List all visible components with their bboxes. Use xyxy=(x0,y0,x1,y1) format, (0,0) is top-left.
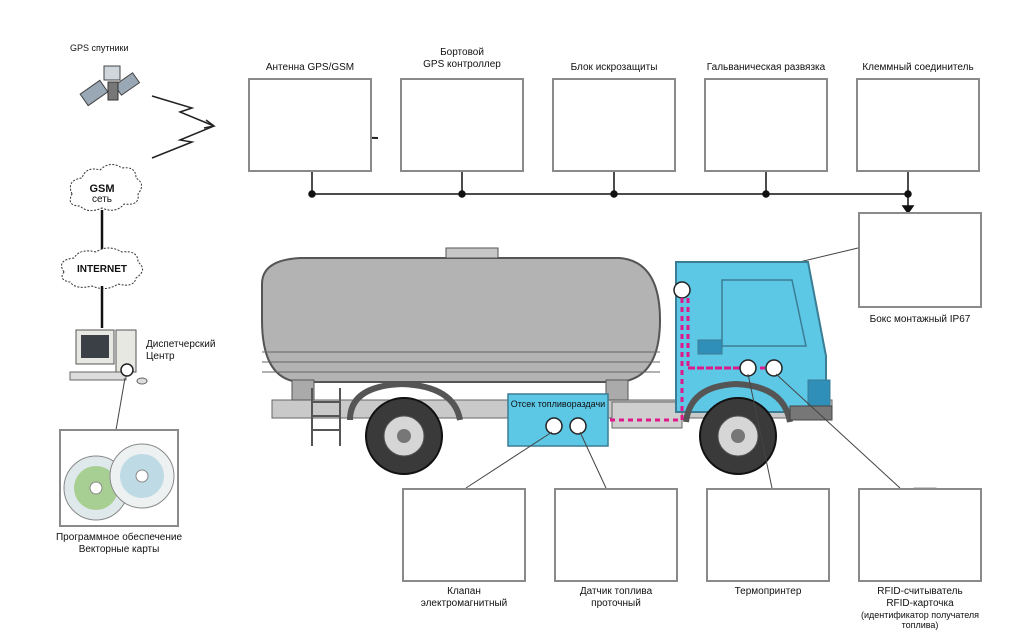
device-frame-flow-sensor xyxy=(554,488,678,582)
printer-label: Термопринтер xyxy=(734,586,802,597)
gps-satellites-label: GPS спутники xyxy=(70,43,129,53)
gsm-cloud-label: GSM xyxy=(89,183,115,195)
software-sublabel: Векторные карты xyxy=(78,544,160,555)
controller-label: Бортовой xyxy=(440,47,484,58)
wireless-signal-icon xyxy=(151,95,216,159)
device-frame-valve xyxy=(402,488,526,582)
flow-sensor-sublabel: проточный xyxy=(591,598,641,609)
device-frame-mount-box xyxy=(858,212,982,308)
valve-label: Клапан xyxy=(447,586,481,597)
software-label: Программное обеспечение xyxy=(55,532,183,543)
mount-box-label: Бокс монтажный IP67 xyxy=(869,314,971,325)
device-frame-antenna xyxy=(248,78,372,172)
gsm-cloud-icon xyxy=(69,164,142,212)
terminal-label: Клеммный соединитель xyxy=(862,62,974,73)
fuel-compartment-label: Отсек топливораздачи xyxy=(510,399,606,409)
computer-icon xyxy=(69,329,148,385)
software-connector xyxy=(115,377,126,431)
fuel-truck xyxy=(261,247,833,475)
rfid-note-sublabel: топлива) xyxy=(901,620,939,630)
bottom-connectors xyxy=(465,373,901,489)
internet-cloud-icon xyxy=(61,247,143,290)
satellite-icon xyxy=(79,65,141,107)
antenna-label: Антенна GPS/GSM xyxy=(265,62,355,73)
spark-protection-label: Блок искрозащиты xyxy=(570,62,658,73)
dispatcher-label: Диспетчерский xyxy=(146,339,216,350)
device-frame-spark-protection xyxy=(552,78,676,172)
device-frame-terminal xyxy=(856,78,980,172)
device-frame-rfid xyxy=(858,488,982,582)
galvanic-label: Гальваническая развязка xyxy=(706,62,826,73)
device-frame-galvanic xyxy=(704,78,828,172)
valve-sublabel: электромагнитный xyxy=(420,598,508,609)
internet-cloud-label: INTERNET xyxy=(77,264,127,275)
gsm-cloud-sublabel: сеть xyxy=(91,194,113,205)
device-frame-printer xyxy=(706,488,830,582)
rfid-card-label: RFID-карточка xyxy=(886,598,954,609)
device-frame-controller xyxy=(400,78,524,172)
top-bus xyxy=(308,158,915,215)
rfid-note-label: (идентификатор получателя xyxy=(860,610,980,620)
flow-sensor-label: Датчик топлива xyxy=(579,586,653,597)
rfid-reader-label: RFID-считыватель xyxy=(877,586,963,597)
controller-sublabel: GPS контроллер xyxy=(423,59,501,70)
dispatcher-sublabel: Центр xyxy=(146,351,175,362)
cd-disc-icon xyxy=(63,443,175,521)
